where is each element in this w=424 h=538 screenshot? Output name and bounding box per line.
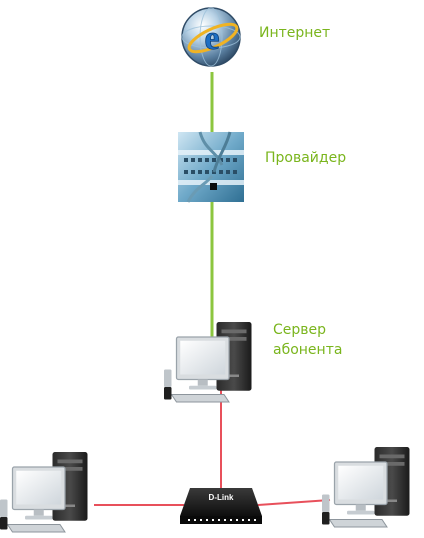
- desktop-computer-icon: [163, 321, 253, 403]
- internet-label: Интернет: [259, 25, 331, 41]
- provider-label: Провайдер: [265, 150, 347, 166]
- internet-explorer-globe-icon: e: [181, 7, 241, 67]
- server-label-line2: абонента: [273, 342, 343, 358]
- switch-brand-label: D-Link: [209, 493, 234, 502]
- desktop-computer-icon: [321, 446, 411, 528]
- svg-text:e: e: [204, 20, 219, 57]
- server-label-line1: Сервер: [273, 322, 327, 338]
- lan-line-switch-right: [257, 499, 331, 506]
- desktop-computer-icon: [0, 451, 89, 533]
- network-patch-panel-photo: [178, 131, 244, 203]
- network-switch-icon: D-Link: [180, 488, 262, 524]
